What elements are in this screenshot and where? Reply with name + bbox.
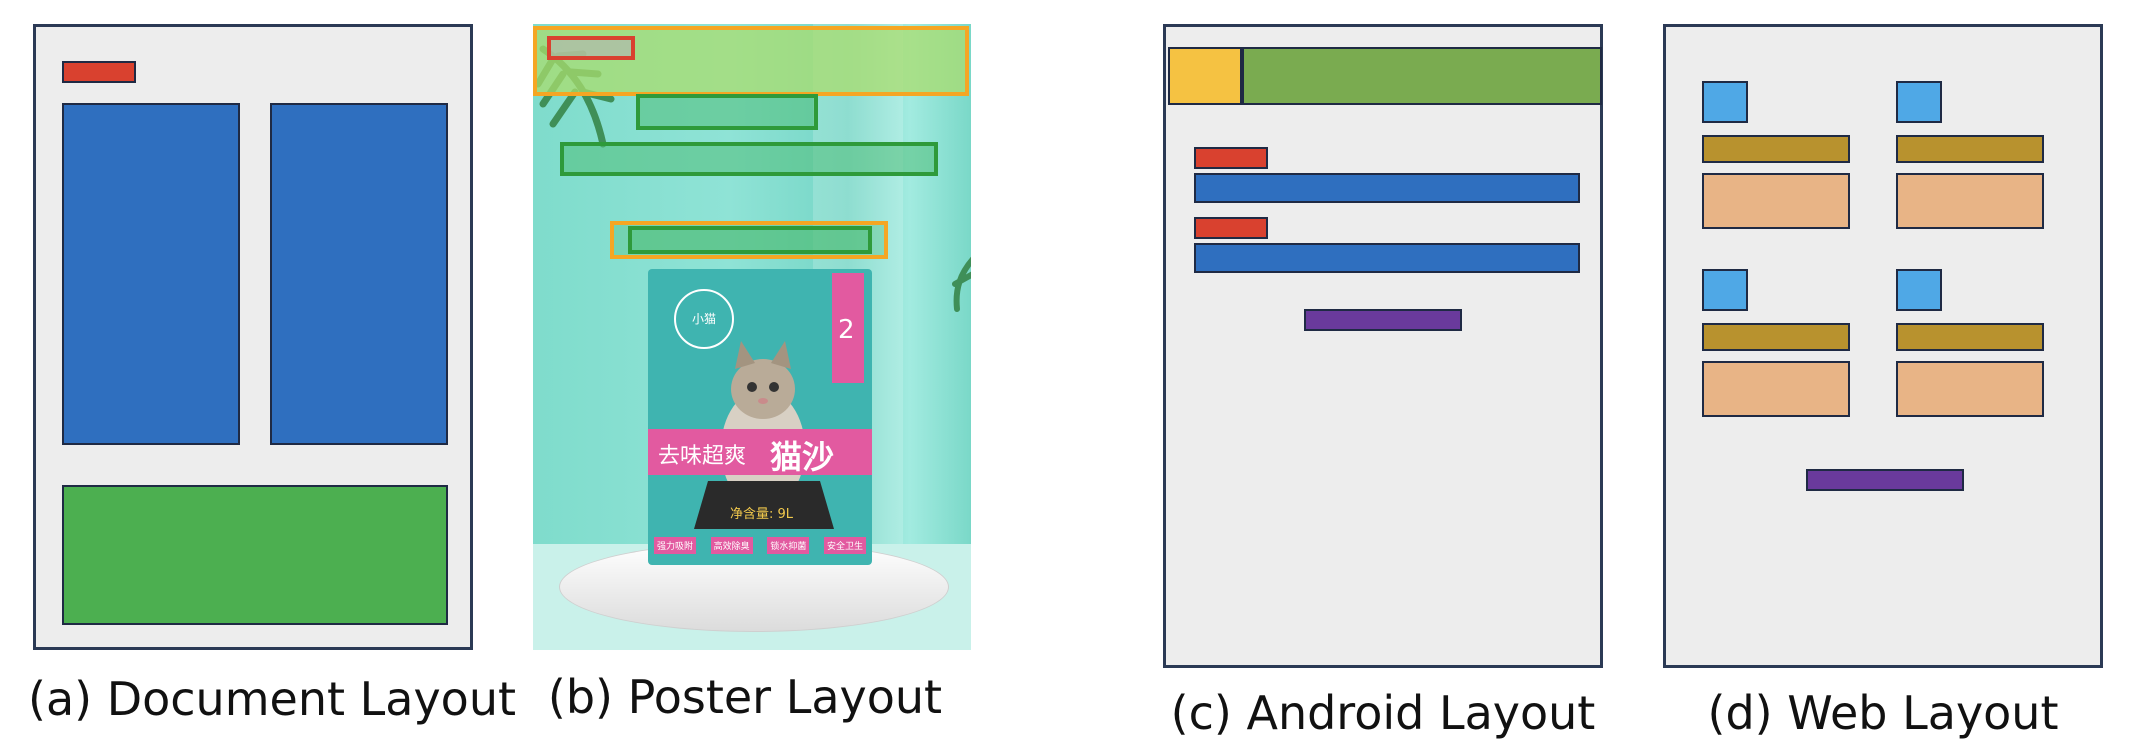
android-input-block-2 <box>1194 243 1580 273</box>
web-card-body-2 <box>1896 173 2044 229</box>
android-toolbar-block <box>1242 47 1602 105</box>
web-card-body-1 <box>1702 173 1850 229</box>
poster-brand-badge: 小猫 <box>674 289 734 349</box>
poster-feature: 强力吸附 <box>654 537 697 554</box>
poster-feature: 安全卫生 <box>823 537 866 554</box>
android-button-block <box>1304 309 1462 331</box>
web-card-title-1 <box>1702 135 1850 163</box>
document-layout-panel <box>33 24 473 650</box>
poster-volume: 净含量: 9L <box>730 507 794 522</box>
android-toolbar-icon-block <box>1168 47 1242 105</box>
poster-feature: 高效除臭 <box>710 537 753 554</box>
poster-brand-text: 小猫 <box>691 312 716 326</box>
web-card-body-3 <box>1702 361 1850 417</box>
web-layout-caption: (d) Web Layout <box>1707 686 2059 740</box>
android-input-block-1 <box>1194 173 1580 203</box>
poster-layout-panel: 2 小猫 去味超爽 猫沙 净含量: 9L 强力吸附 高效除臭 锁水抑菌 安全卫生 <box>533 24 971 650</box>
poster-feature: 锁水抑菌 <box>767 537 810 554</box>
document-left-text-block <box>62 103 240 445</box>
android-layout-caption: (c) Android Layout <box>1170 686 1596 740</box>
document-figure-block <box>62 485 448 625</box>
android-label-block-2 <box>1194 217 1268 239</box>
poster-logo-red-box <box>547 36 635 60</box>
web-card-title-4 <box>1896 323 2044 351</box>
poster-headline-banner: 去味超爽 猫沙 <box>648 429 872 476</box>
android-label-block-1 <box>1194 147 1268 169</box>
poster-text-green-box-1 <box>636 94 818 130</box>
android-layout-panel <box>1163 24 1603 668</box>
poster-headline: 去味超爽 <box>658 444 747 469</box>
web-button-block <box>1806 469 1964 491</box>
poster-litter-tray: 净含量: 9L <box>694 481 834 529</box>
web-card-title-3 <box>1702 323 1850 351</box>
web-card-icon-4 <box>1896 269 1942 311</box>
web-layout-panel <box>1663 24 2103 668</box>
palm-leaf-right-icon <box>952 256 971 312</box>
web-card-icon-3 <box>1702 269 1748 311</box>
web-card-title-2 <box>1896 135 2044 163</box>
poster-layout-caption: (b) Poster Layout <box>547 670 943 724</box>
poster-bag-number-strip: 2 <box>832 273 864 383</box>
poster-text-green-box-2 <box>560 142 938 176</box>
web-card-icon-1 <box>1702 81 1748 123</box>
poster-headline-big: 猫沙 <box>770 438 835 476</box>
document-right-text-block <box>270 103 448 445</box>
web-card-body-4 <box>1896 361 2044 417</box>
web-card-icon-2 <box>1896 81 1942 123</box>
poster-text-green-box-3 <box>628 226 872 254</box>
poster-feature-row: 强力吸附 高效除臭 锁水抑菌 安全卫生 <box>654 537 866 554</box>
poster-bag-number: 2 <box>838 315 855 345</box>
document-layout-caption: (a) Document Layout <box>28 672 517 726</box>
document-title-block <box>62 61 136 83</box>
poster-product-bag: 2 小猫 去味超爽 猫沙 净含量: 9L 强力吸附 高效除臭 锁水抑菌 安全卫生 <box>648 269 872 565</box>
